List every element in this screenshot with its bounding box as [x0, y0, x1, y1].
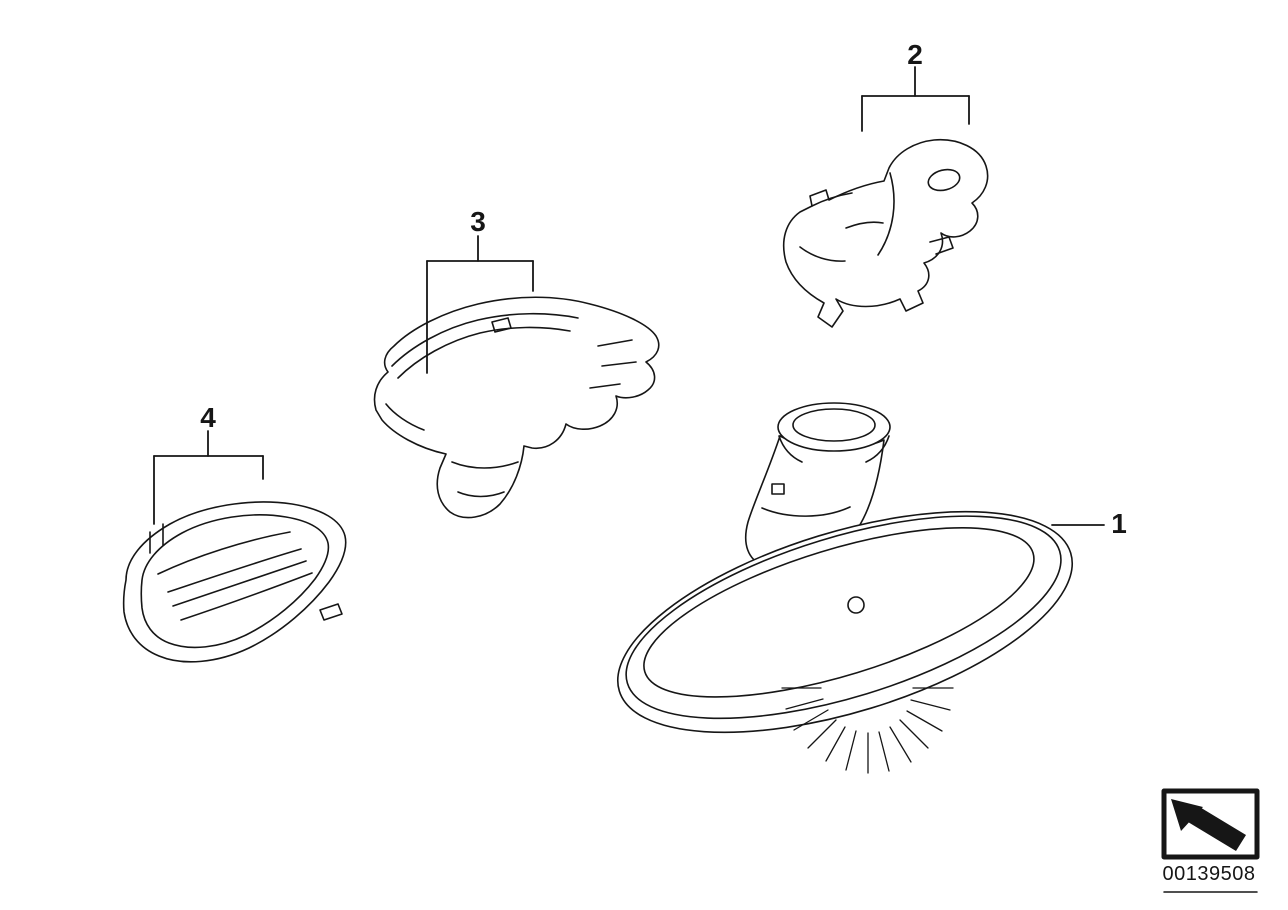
- callout-4-bracket-line: [153, 430, 264, 525]
- callout-label-3: 3: [470, 206, 486, 237]
- doc-number: 00139508: [1162, 863, 1256, 885]
- callout-label-1: 1: [1111, 508, 1127, 539]
- catalog-logo-box: [1161, 788, 1260, 893]
- callout-label-4: 4: [200, 402, 216, 433]
- part-1-mirror-assembly-drawing: [616, 402, 1074, 774]
- part-3-housing-cover-drawing: [373, 296, 660, 519]
- light-sunburst-drawing: [781, 687, 954, 774]
- mirror-sensor-button-drawing: [847, 596, 865, 614]
- callout-3-bracket-line: [426, 235, 534, 374]
- callout-label-2: 2: [907, 39, 923, 70]
- part-4-lower-cover-drawing: [122, 501, 347, 663]
- catalog-logo-arrow-icon: [1171, 799, 1246, 851]
- part-2-bracket-cover-drawing: [782, 138, 989, 328]
- callout-2-bracket-line: [861, 66, 970, 132]
